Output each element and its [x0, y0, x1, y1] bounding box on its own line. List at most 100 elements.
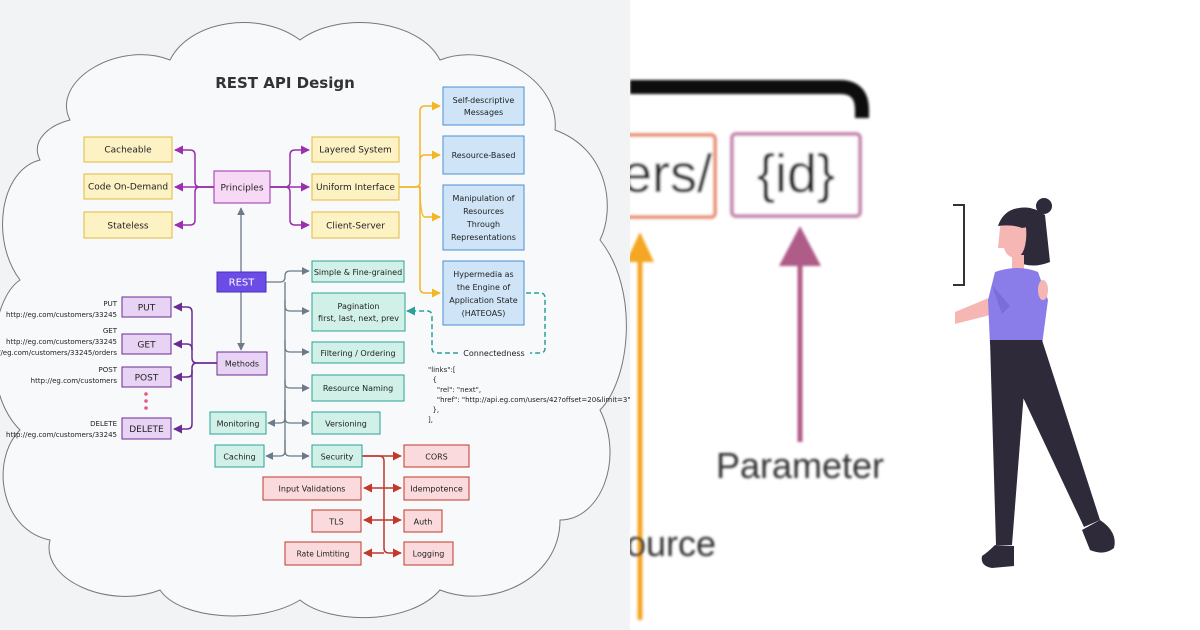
person-illustration [955, 198, 1115, 568]
svg-text:Resource Naming: Resource Naming [323, 384, 393, 393]
method-more-dots [144, 392, 148, 410]
svg-text:DELETE: DELETE [90, 420, 117, 428]
svg-text:Principles: Principles [220, 184, 263, 194]
method-delete: DELETE [121, 417, 172, 440]
svg-text:PUT: PUT [103, 300, 117, 308]
url-fragment-left: ers/ [630, 144, 712, 204]
svg-text:Code On-Demand: Code On-Demand [88, 183, 168, 193]
methods-connectors [173, 302, 217, 434]
practice-versioning: Versioning [311, 411, 381, 435]
parameter-label: Parameter [716, 445, 884, 486]
svg-text:http://eg.com/customers/33245: http://eg.com/customers/33245 [6, 431, 117, 439]
practice-filtering-ordering: Filtering / Ordering [311, 341, 405, 364]
svg-text:Pagination: Pagination [338, 302, 380, 311]
svg-text:"rel": "next",: "rel": "next", [428, 386, 481, 394]
svg-text:Logging: Logging [413, 550, 445, 559]
svg-text:POST: POST [135, 374, 159, 384]
svg-text:http://eg.com/customers/33245/: http://eg.com/customers/33245/orders [0, 349, 117, 357]
svg-text:Rate Limtiting: Rate Limtiting [297, 550, 350, 559]
svg-text:CORS: CORS [425, 453, 448, 462]
diagram-title: REST API Design [215, 74, 355, 92]
svg-text:Simple & Fine-grained: Simple & Fine-grained [314, 268, 402, 277]
connectedness-connectors [406, 292, 546, 354]
connectedness-label: Connectedness [463, 349, 524, 358]
svg-text:{: { [428, 376, 437, 384]
rest-api-diagram: REST API Design [0, 22, 630, 619]
svg-text:Hypermedia as: Hypermedia as [453, 270, 513, 279]
method-descriptions: PUT http://eg.com/customers/33245 GET ht… [0, 300, 118, 439]
security-logging: Logging [403, 541, 454, 566]
svg-text:GET: GET [103, 327, 118, 335]
rest-api-diagram-panel: REST API Design [0, 0, 630, 630]
url-illustration-panel: ers/ {id} Parameter ource [630, 0, 1200, 630]
svg-text:GET: GET [137, 341, 156, 351]
svg-text:first, last, next, prev: first, last, next, prev [318, 314, 399, 323]
svg-text:Resources: Resources [463, 207, 504, 216]
svg-text:Security: Security [321, 453, 354, 462]
svg-text:(HATEOAS): (HATEOAS) [462, 309, 506, 318]
security-connectors [362, 451, 402, 558]
monitoring-node: Monitoring [209, 411, 267, 435]
svg-text:],: ], [428, 416, 433, 424]
ui-resource-based: Resource-Based [442, 135, 525, 175]
practice-security: Security [311, 444, 363, 468]
svg-text:},: }, [428, 406, 439, 414]
svg-text:Methods: Methods [225, 360, 259, 369]
svg-text:Through: Through [466, 220, 500, 229]
principle-client-server: Client-Server [311, 211, 400, 239]
svg-text:http://eg.com/customers/33245: http://eg.com/customers/33245 [6, 311, 117, 319]
svg-text:Client-Server: Client-Server [326, 222, 385, 232]
svg-text:Messages: Messages [464, 108, 503, 117]
svg-text:Self-descriptive: Self-descriptive [453, 96, 515, 105]
svg-text:"links":[: "links":[ [428, 366, 456, 374]
svg-text:Versioning: Versioning [325, 420, 367, 429]
ui-hateoas: Hypermedia as the Engine of Application … [442, 260, 525, 326]
principle-code-on-demand: Code On-Demand [83, 173, 173, 200]
svg-text:POST: POST [99, 366, 118, 374]
svg-text:Representations: Representations [451, 233, 516, 242]
uniform-interface-connectors [399, 101, 441, 298]
method-get: GET [121, 333, 172, 355]
methods-node: Methods [216, 351, 268, 376]
svg-text:DELETE: DELETE [129, 425, 164, 435]
security-input-validations: Input Validations [262, 476, 362, 501]
practice-simple-fine-grained: Simple & Fine-grained [311, 260, 405, 283]
security-cors: CORS [403, 444, 470, 468]
svg-text:Resource-Based: Resource-Based [452, 151, 516, 160]
bracket-mark [953, 204, 965, 286]
url-fragment-right: {id} [757, 144, 835, 204]
security-idempotence: Idempotence [403, 476, 470, 501]
ui-manipulation-of-resources: Manipulation of Resources Through Repres… [442, 184, 525, 251]
url-illustration: ers/ {id} Parameter ource [630, 80, 1115, 620]
security-rate-limiting: Rate Limtiting [284, 541, 362, 566]
svg-text:TLS: TLS [328, 518, 343, 527]
security-auth: Auth [403, 509, 443, 533]
principle-layered-system: Layered System [311, 136, 400, 163]
practice-resource-naming: Resource Naming [311, 374, 405, 402]
svg-text:Caching: Caching [223, 453, 255, 462]
svg-text:http://eg.com/customers/33245: http://eg.com/customers/33245 [6, 338, 117, 346]
svg-text:http://eg.com/customers: http://eg.com/customers [31, 377, 118, 385]
svg-text:Stateless: Stateless [107, 222, 149, 232]
svg-text:Layered System: Layered System [319, 146, 392, 156]
principle-cacheable: Cacheable [83, 136, 173, 163]
links-example: "links":[ { "rel": "next", "href": "http… [428, 366, 630, 424]
rest-node: REST [216, 271, 267, 293]
svg-text:Input Validations: Input Validations [279, 485, 346, 494]
svg-text:Monitoring: Monitoring [217, 420, 260, 429]
svg-text:Idempotence: Idempotence [410, 485, 463, 494]
method-post: POST [121, 366, 172, 388]
rest-connectors [237, 207, 310, 460]
svg-text:Uniform Interface: Uniform Interface [316, 183, 395, 193]
caching-node: Caching [214, 444, 265, 468]
svg-text:PUT: PUT [138, 304, 156, 314]
principles-node: Principles [213, 170, 271, 204]
ui-self-descriptive-messages: Self-descriptive Messages [442, 86, 525, 126]
svg-text:Manipulation of: Manipulation of [453, 194, 515, 203]
svg-text:REST: REST [229, 278, 256, 289]
practice-pagination: Pagination first, last, next, prev [311, 292, 406, 332]
svg-text:Application State: Application State [449, 296, 517, 305]
svg-text:Filtering / Ordering: Filtering / Ordering [320, 349, 395, 358]
method-put: PUT [121, 296, 172, 318]
svg-text:Auth: Auth [414, 518, 433, 527]
